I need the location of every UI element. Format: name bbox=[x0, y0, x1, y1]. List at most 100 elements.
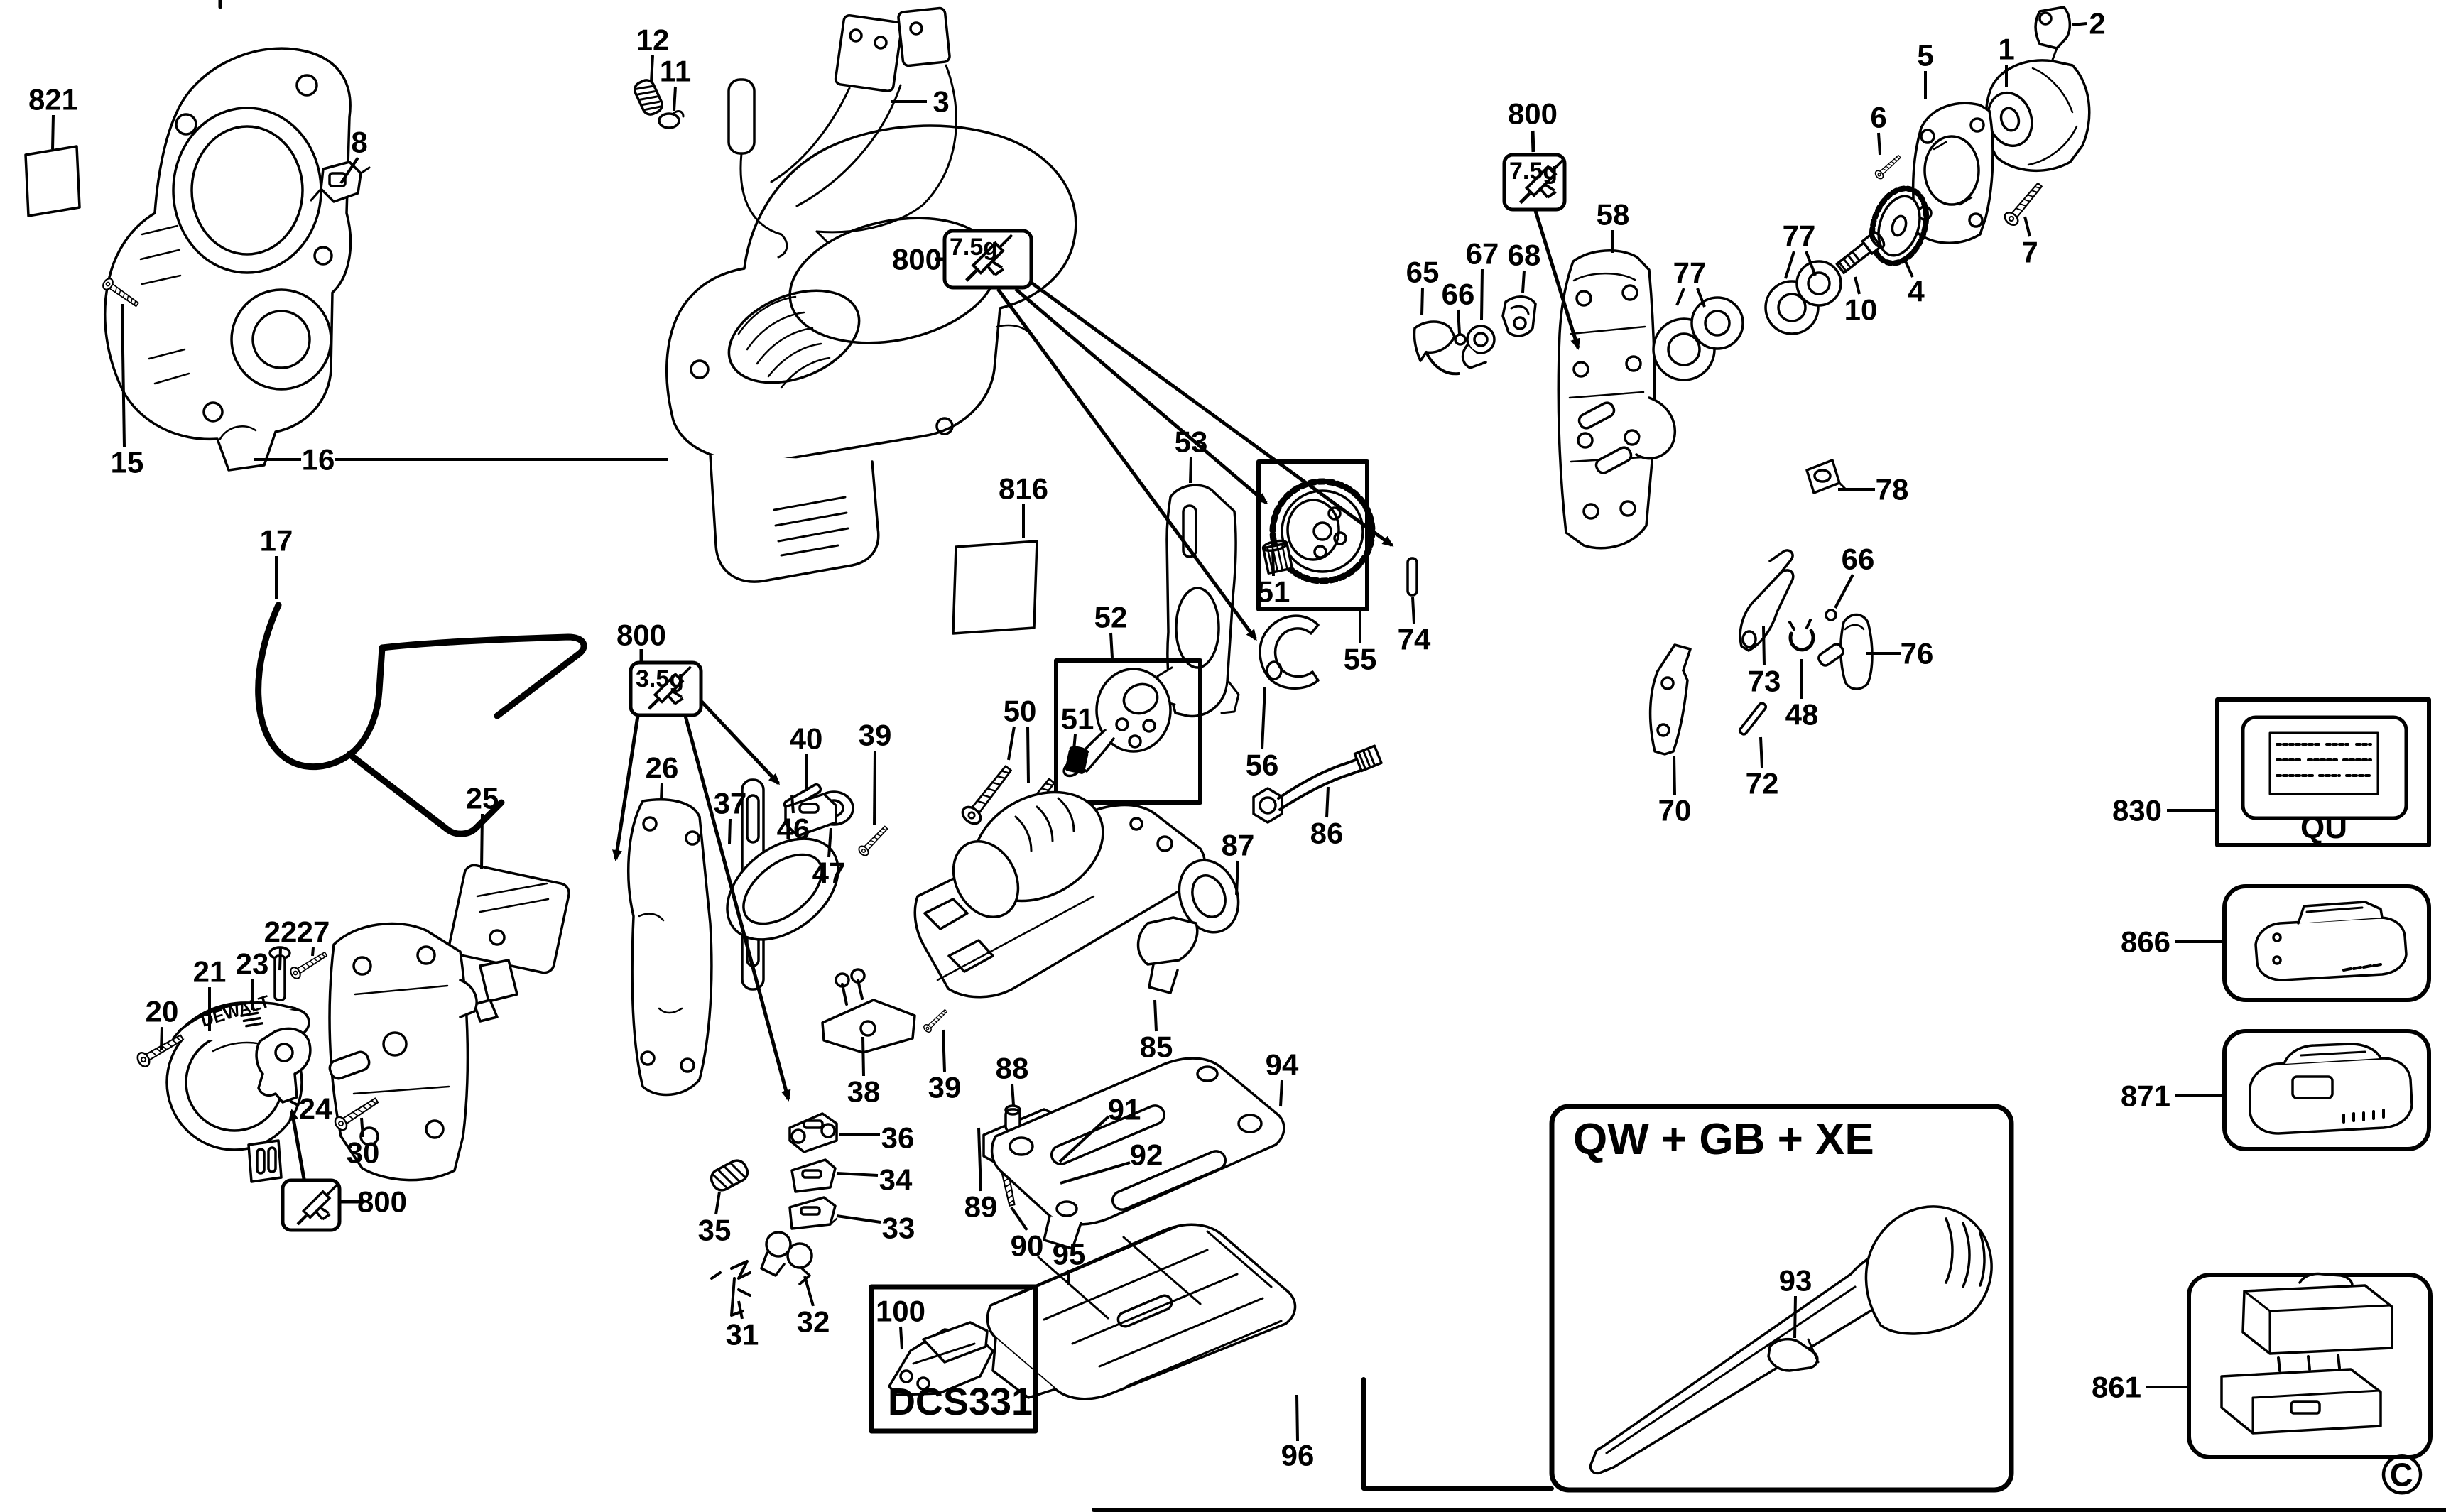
part-callout-3: 3 bbox=[933, 85, 949, 119]
knob-76 bbox=[1817, 613, 1874, 690]
grease-apply-arrow bbox=[612, 715, 640, 861]
screw-39-lower bbox=[922, 1006, 950, 1034]
part-callout-38: 38 bbox=[847, 1075, 881, 1109]
part-callout-51: 51 bbox=[1257, 575, 1290, 609]
callout-leader-36 bbox=[839, 1133, 881, 1136]
screw-39-upper bbox=[856, 822, 891, 859]
callout-leader-94 bbox=[1279, 1079, 1283, 1107]
switch-wiring-assembly-3 bbox=[727, 6, 957, 259]
callout-leader-56 bbox=[1261, 687, 1266, 750]
callout-leader-74 bbox=[1411, 597, 1415, 624]
part-callout-861: 861 bbox=[2092, 1371, 2141, 1404]
callout-leader-2 bbox=[2072, 22, 2087, 26]
callout-leader-77 bbox=[1696, 288, 1706, 308]
callout-leader-15 bbox=[121, 303, 126, 447]
charger-drawing bbox=[2249, 1043, 2413, 1135]
grease-apply-arrow bbox=[1014, 288, 1268, 504]
grease-box-g4: 800 bbox=[281, 1109, 407, 1232]
callout-leader-77 bbox=[1784, 251, 1795, 279]
part-callout-77: 77 bbox=[1673, 256, 1707, 290]
callout-leader-96 bbox=[1295, 1394, 1299, 1442]
part-callout-76: 76 bbox=[1901, 637, 1934, 670]
part-callout-46: 46 bbox=[777, 812, 810, 846]
callout-leader-7 bbox=[2023, 216, 2031, 237]
callout-leader-50 bbox=[1007, 726, 1016, 761]
lift-rod-37 bbox=[726, 778, 839, 991]
part-callout-92: 92 bbox=[1130, 1138, 1163, 1172]
part-callout-96: 96 bbox=[1281, 1439, 1315, 1472]
callout-leader-87 bbox=[1235, 860, 1239, 896]
grease-callout-800: 800 bbox=[616, 619, 666, 652]
wire-spring-31 bbox=[710, 1260, 751, 1317]
part-callout-11: 11 bbox=[660, 55, 691, 88]
part-callout-23: 23 bbox=[236, 947, 269, 981]
spring-23 bbox=[240, 1011, 264, 1028]
part-callout-55: 55 bbox=[1344, 643, 1377, 676]
grease-amount: 3.5g bbox=[636, 665, 684, 692]
region-box-title: QW + GB + XE bbox=[1573, 1115, 1874, 1164]
part-callout-871: 871 bbox=[2121, 1079, 2170, 1113]
part-callout-52: 52 bbox=[1094, 601, 1128, 634]
part-callout-34: 34 bbox=[879, 1163, 913, 1197]
part-callout-35: 35 bbox=[698, 1214, 732, 1247]
callout-leader-10 bbox=[1854, 276, 1861, 295]
grease-amount: 7.5g bbox=[950, 234, 998, 261]
motor-bracket-5 bbox=[1911, 102, 1994, 244]
bumper-40 bbox=[784, 793, 837, 837]
callout-leader-58 bbox=[1611, 229, 1614, 254]
retainer-clip-78 bbox=[1805, 459, 1848, 494]
manual-inset-box bbox=[2215, 697, 2431, 847]
part-callout-821: 821 bbox=[28, 83, 78, 116]
screw-6 bbox=[1873, 152, 1903, 181]
callout-leader-31 bbox=[737, 1300, 744, 1320]
callout-leader-39 bbox=[942, 1029, 946, 1072]
callout-leader-37 bbox=[728, 818, 732, 844]
callout-leader-90 bbox=[1010, 1206, 1028, 1231]
callout-leader-34 bbox=[836, 1172, 879, 1177]
blade-clamp-32 bbox=[760, 1231, 813, 1285]
bracket-70 bbox=[1648, 643, 1692, 756]
ball-66 bbox=[1454, 333, 1467, 346]
grease-callout-800: 800 bbox=[1508, 97, 1558, 131]
part-callout-16: 16 bbox=[302, 443, 335, 477]
part-callout-50: 50 bbox=[1004, 695, 1037, 728]
gear-4 bbox=[1869, 185, 1930, 266]
grease-apply-arrow bbox=[1030, 281, 1394, 548]
pinion-shaft-10 bbox=[1835, 230, 1886, 274]
callout-leader-52 bbox=[1109, 632, 1114, 658]
part-callout-5: 5 bbox=[1917, 39, 1933, 72]
region-inset-box bbox=[1549, 1104, 2014, 1493]
e-clip-48 bbox=[1788, 619, 1815, 652]
gear-box-55 bbox=[1256, 459, 1376, 611]
callout-leader-85 bbox=[1153, 999, 1158, 1032]
pin-72 bbox=[1738, 702, 1768, 736]
yoke-68 bbox=[1501, 295, 1537, 337]
label-sticker-816 bbox=[952, 540, 1038, 635]
part-callout-6: 6 bbox=[1870, 101, 1886, 134]
part-callout-56: 56 bbox=[1246, 749, 1279, 782]
blade-holder-bracket-38 bbox=[821, 968, 916, 1054]
part-callout-89: 89 bbox=[964, 1190, 998, 1224]
callout-leader-88 bbox=[1011, 1083, 1015, 1106]
callout-leader-12 bbox=[650, 55, 654, 83]
label-sticker-821 bbox=[24, 145, 81, 217]
part-callout-816: 816 bbox=[999, 472, 1048, 506]
callout-leader-73 bbox=[1762, 626, 1766, 666]
part-callout-91: 91 bbox=[1108, 1093, 1141, 1126]
copyright-symbol: © bbox=[2381, 1443, 2423, 1506]
grease-apply-arrow bbox=[288, 1109, 306, 1180]
lock-lever-24 bbox=[255, 1027, 312, 1104]
hook-guard-56 bbox=[1259, 614, 1320, 690]
part-callout-88: 88 bbox=[996, 1052, 1029, 1085]
callout-leader-48 bbox=[1800, 658, 1803, 700]
callout-leader-86 bbox=[1325, 786, 1330, 818]
counterweight-box-52 bbox=[1054, 658, 1202, 805]
housing-right-half bbox=[665, 124, 1077, 583]
callout-leader-66 bbox=[1457, 309, 1461, 335]
callout-leader-6 bbox=[1877, 132, 1881, 156]
part-callout-87: 87 bbox=[1222, 829, 1255, 862]
part-callout-68: 68 bbox=[1508, 239, 1541, 272]
